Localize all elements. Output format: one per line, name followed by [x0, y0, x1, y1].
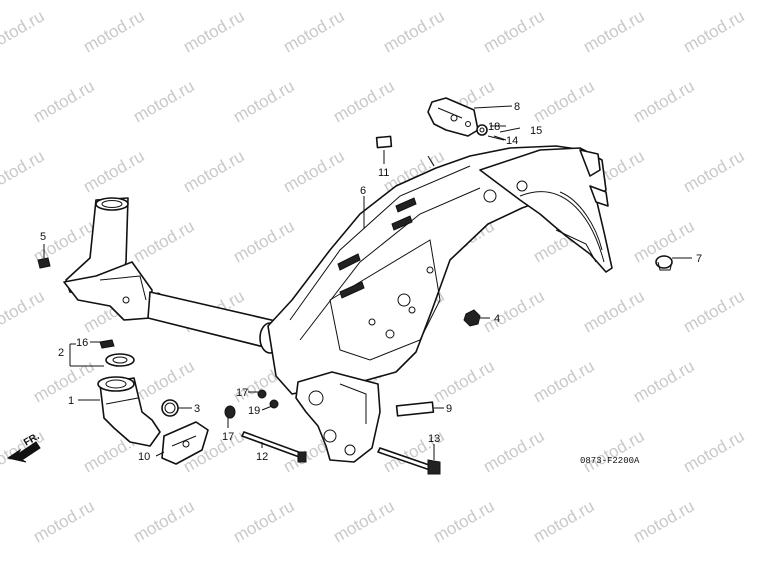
diagram-code: 0873-F2200A	[580, 456, 640, 466]
callout-10: 10	[138, 451, 150, 463]
front-direction-marker: FR.	[6, 431, 42, 463]
callout-6: 6	[360, 185, 366, 197]
callout-15: 15	[530, 125, 542, 137]
callout-8: 8	[514, 101, 520, 113]
callout-labels: 1 2 3 4 5 6 7 8 9 10 11 12 13 14 15 16 1…	[40, 101, 702, 463]
callout-5: 5	[40, 231, 46, 243]
bolt-part-13	[377, 447, 441, 475]
callout-19: 19	[248, 405, 260, 417]
plate-part-9	[395, 401, 435, 417]
cap-part-7	[655, 255, 673, 271]
callout-11: 11	[378, 167, 389, 179]
leader-lines	[43, 105, 692, 460]
duct-part-1	[97, 376, 161, 447]
callout-3: 3	[194, 403, 200, 415]
main-frame-body	[63, 145, 613, 463]
callout-4: 4	[494, 313, 500, 325]
fastener-parts-18-14-15	[476, 124, 507, 141]
washer-part-17	[224, 405, 236, 419]
callout-16: 16	[76, 337, 88, 349]
callout-18: 18	[488, 121, 500, 133]
bracket-part-8	[427, 97, 479, 137]
callout-7: 7	[696, 253, 702, 265]
callout-12: 12	[256, 451, 268, 463]
bolt-part-12	[241, 431, 307, 463]
callout-17-right: 17	[236, 387, 248, 399]
callout-13: 13	[428, 433, 440, 445]
callout-2: 2	[58, 347, 64, 359]
callout-17-left: 17	[222, 431, 234, 443]
callout-1: 1	[68, 395, 74, 407]
fastener-parts-17-19	[257, 389, 279, 409]
clamp-part-3	[161, 399, 179, 417]
nut-part-4	[463, 309, 481, 327]
cover-part-10	[161, 421, 209, 465]
grommet-part-2	[99, 339, 135, 367]
callout-9: 9	[446, 403, 452, 415]
front-arrow-icon	[6, 441, 41, 463]
label-part-11	[375, 135, 393, 149]
callout-14: 14	[506, 135, 518, 147]
